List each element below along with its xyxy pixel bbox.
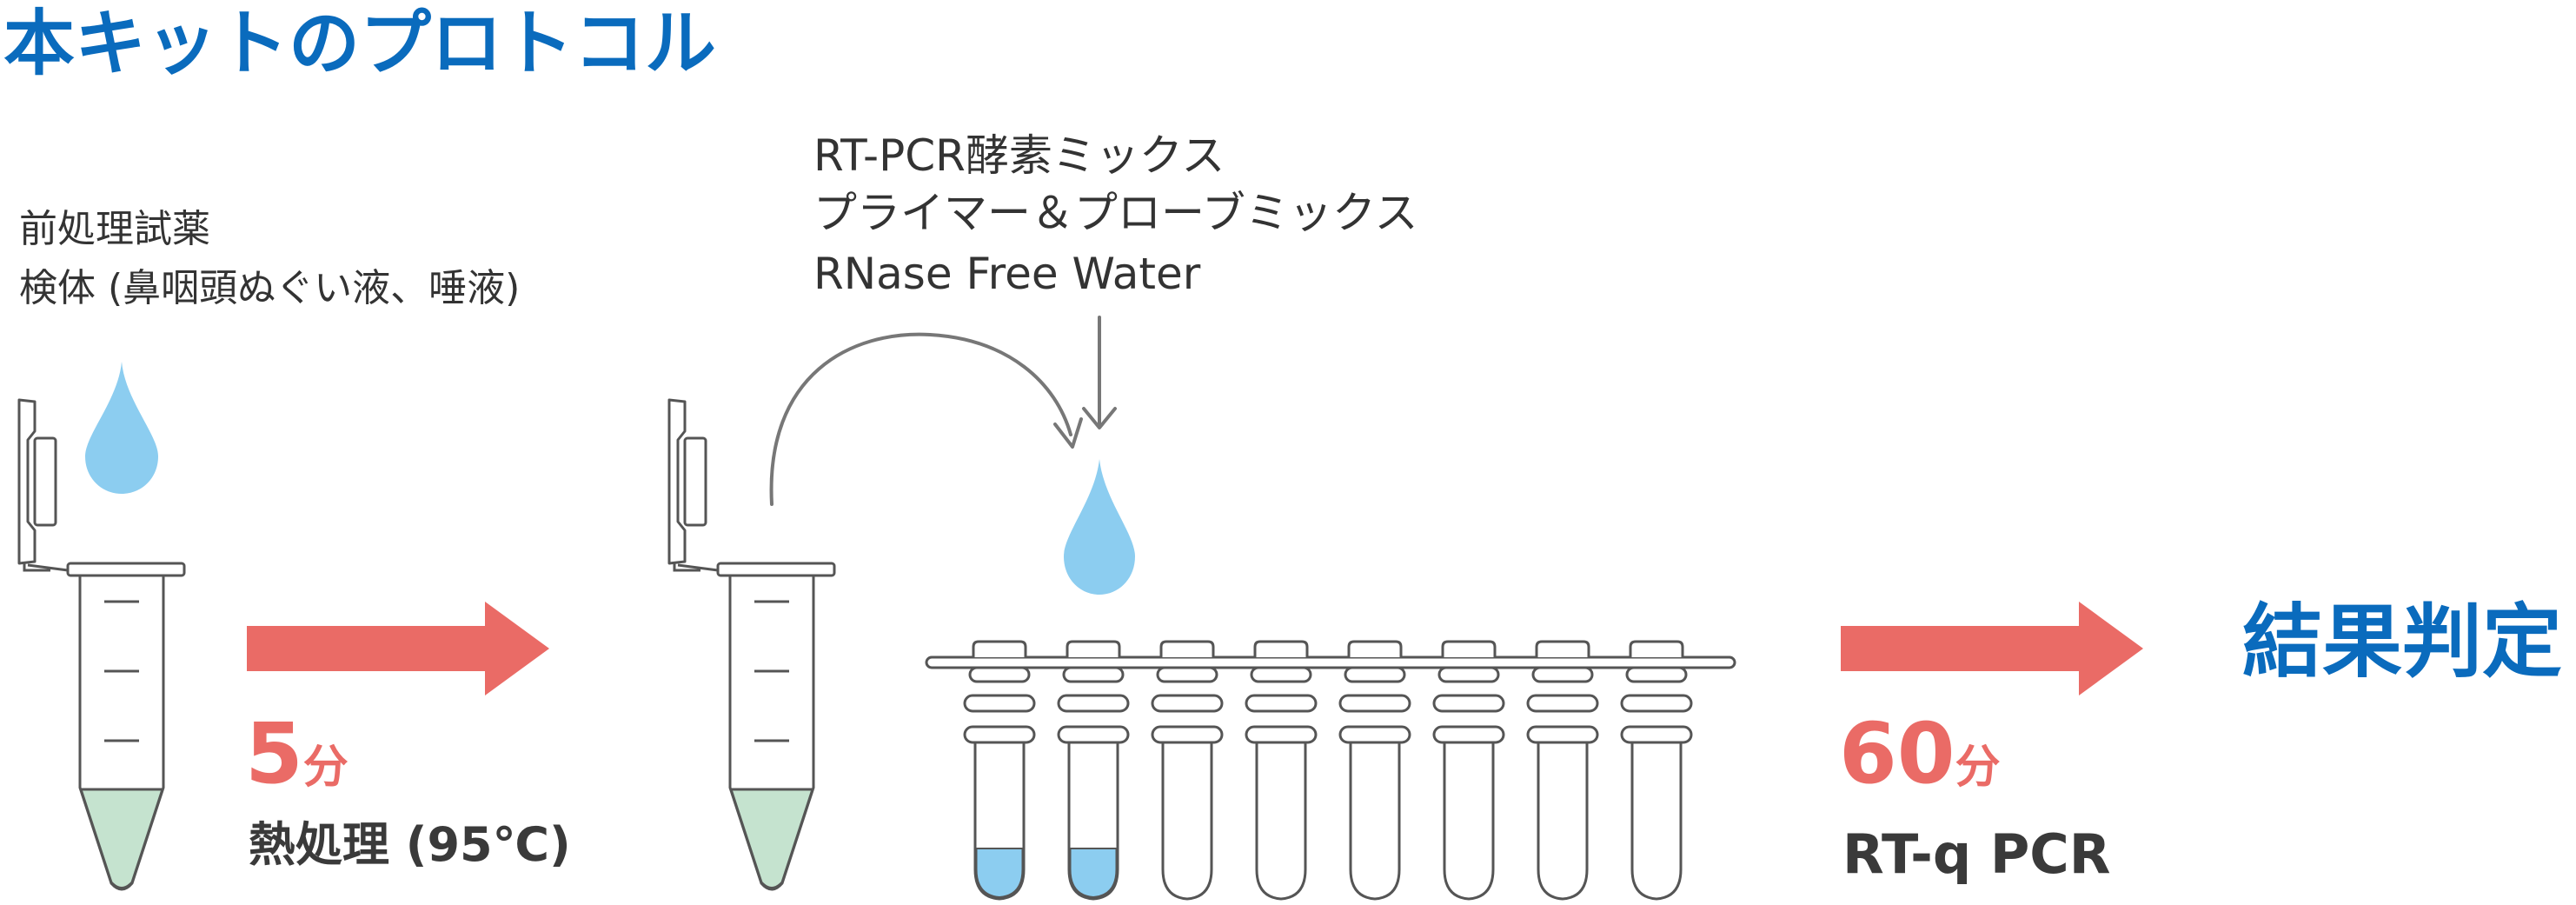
microtube-icon — [17, 398, 186, 891]
step2-reagent-label: プライマー＆プローブミックス — [813, 188, 1418, 238]
pcr-strip-tube — [1245, 640, 1318, 901]
arrow-right-icon — [1841, 602, 2143, 695]
pcr-strip-tube — [1338, 640, 1411, 901]
pcr-strip-tube — [1620, 640, 1693, 901]
pcr-strip-tube — [1432, 640, 1505, 901]
step2-process-label: RT-q PCR — [1842, 822, 2111, 886]
result-label: 結果判定 — [2242, 596, 2562, 689]
pcr-strip-tube — [1151, 640, 1224, 901]
droplet-icon — [1064, 459, 1135, 595]
step1-reagent-label: 前処理試薬 — [19, 207, 210, 251]
arrow-down-icon — [1082, 316, 1117, 429]
tube-liquid — [1069, 848, 1118, 899]
step2-time-number: 60 — [1839, 705, 1955, 802]
step2-reagent-label: RNase Free Water — [813, 249, 1201, 299]
curved-arrow-icon — [769, 332, 1083, 506]
pcr-strip-tube — [1526, 640, 1599, 901]
page-title: 本キットのプロトコル — [3, 3, 716, 85]
step2-time: 60分 — [1839, 705, 2001, 802]
pcr-strip-tube — [963, 640, 1036, 901]
pcr-strip-tube — [1057, 640, 1130, 901]
arrow-right-icon — [247, 602, 549, 695]
step1-time-number: 5 — [245, 705, 303, 802]
step2-time-unit: 分 — [1955, 742, 2001, 794]
pcr-strip-icon — [925, 640, 1736, 901]
step1-process-label: 熱処理 (95℃) — [249, 817, 571, 872]
microtube-icon — [667, 398, 836, 891]
step1-time-unit: 分 — [303, 742, 349, 794]
step2-reagent-label: RT-PCR酵素ミックス — [813, 130, 1225, 181]
droplet-icon — [85, 362, 158, 494]
step1-time: 5分 — [245, 705, 349, 802]
step1-reagent-label: 検体 (鼻咽頭ぬぐい液、唾液) — [19, 266, 520, 310]
tube-liquid — [975, 848, 1024, 899]
